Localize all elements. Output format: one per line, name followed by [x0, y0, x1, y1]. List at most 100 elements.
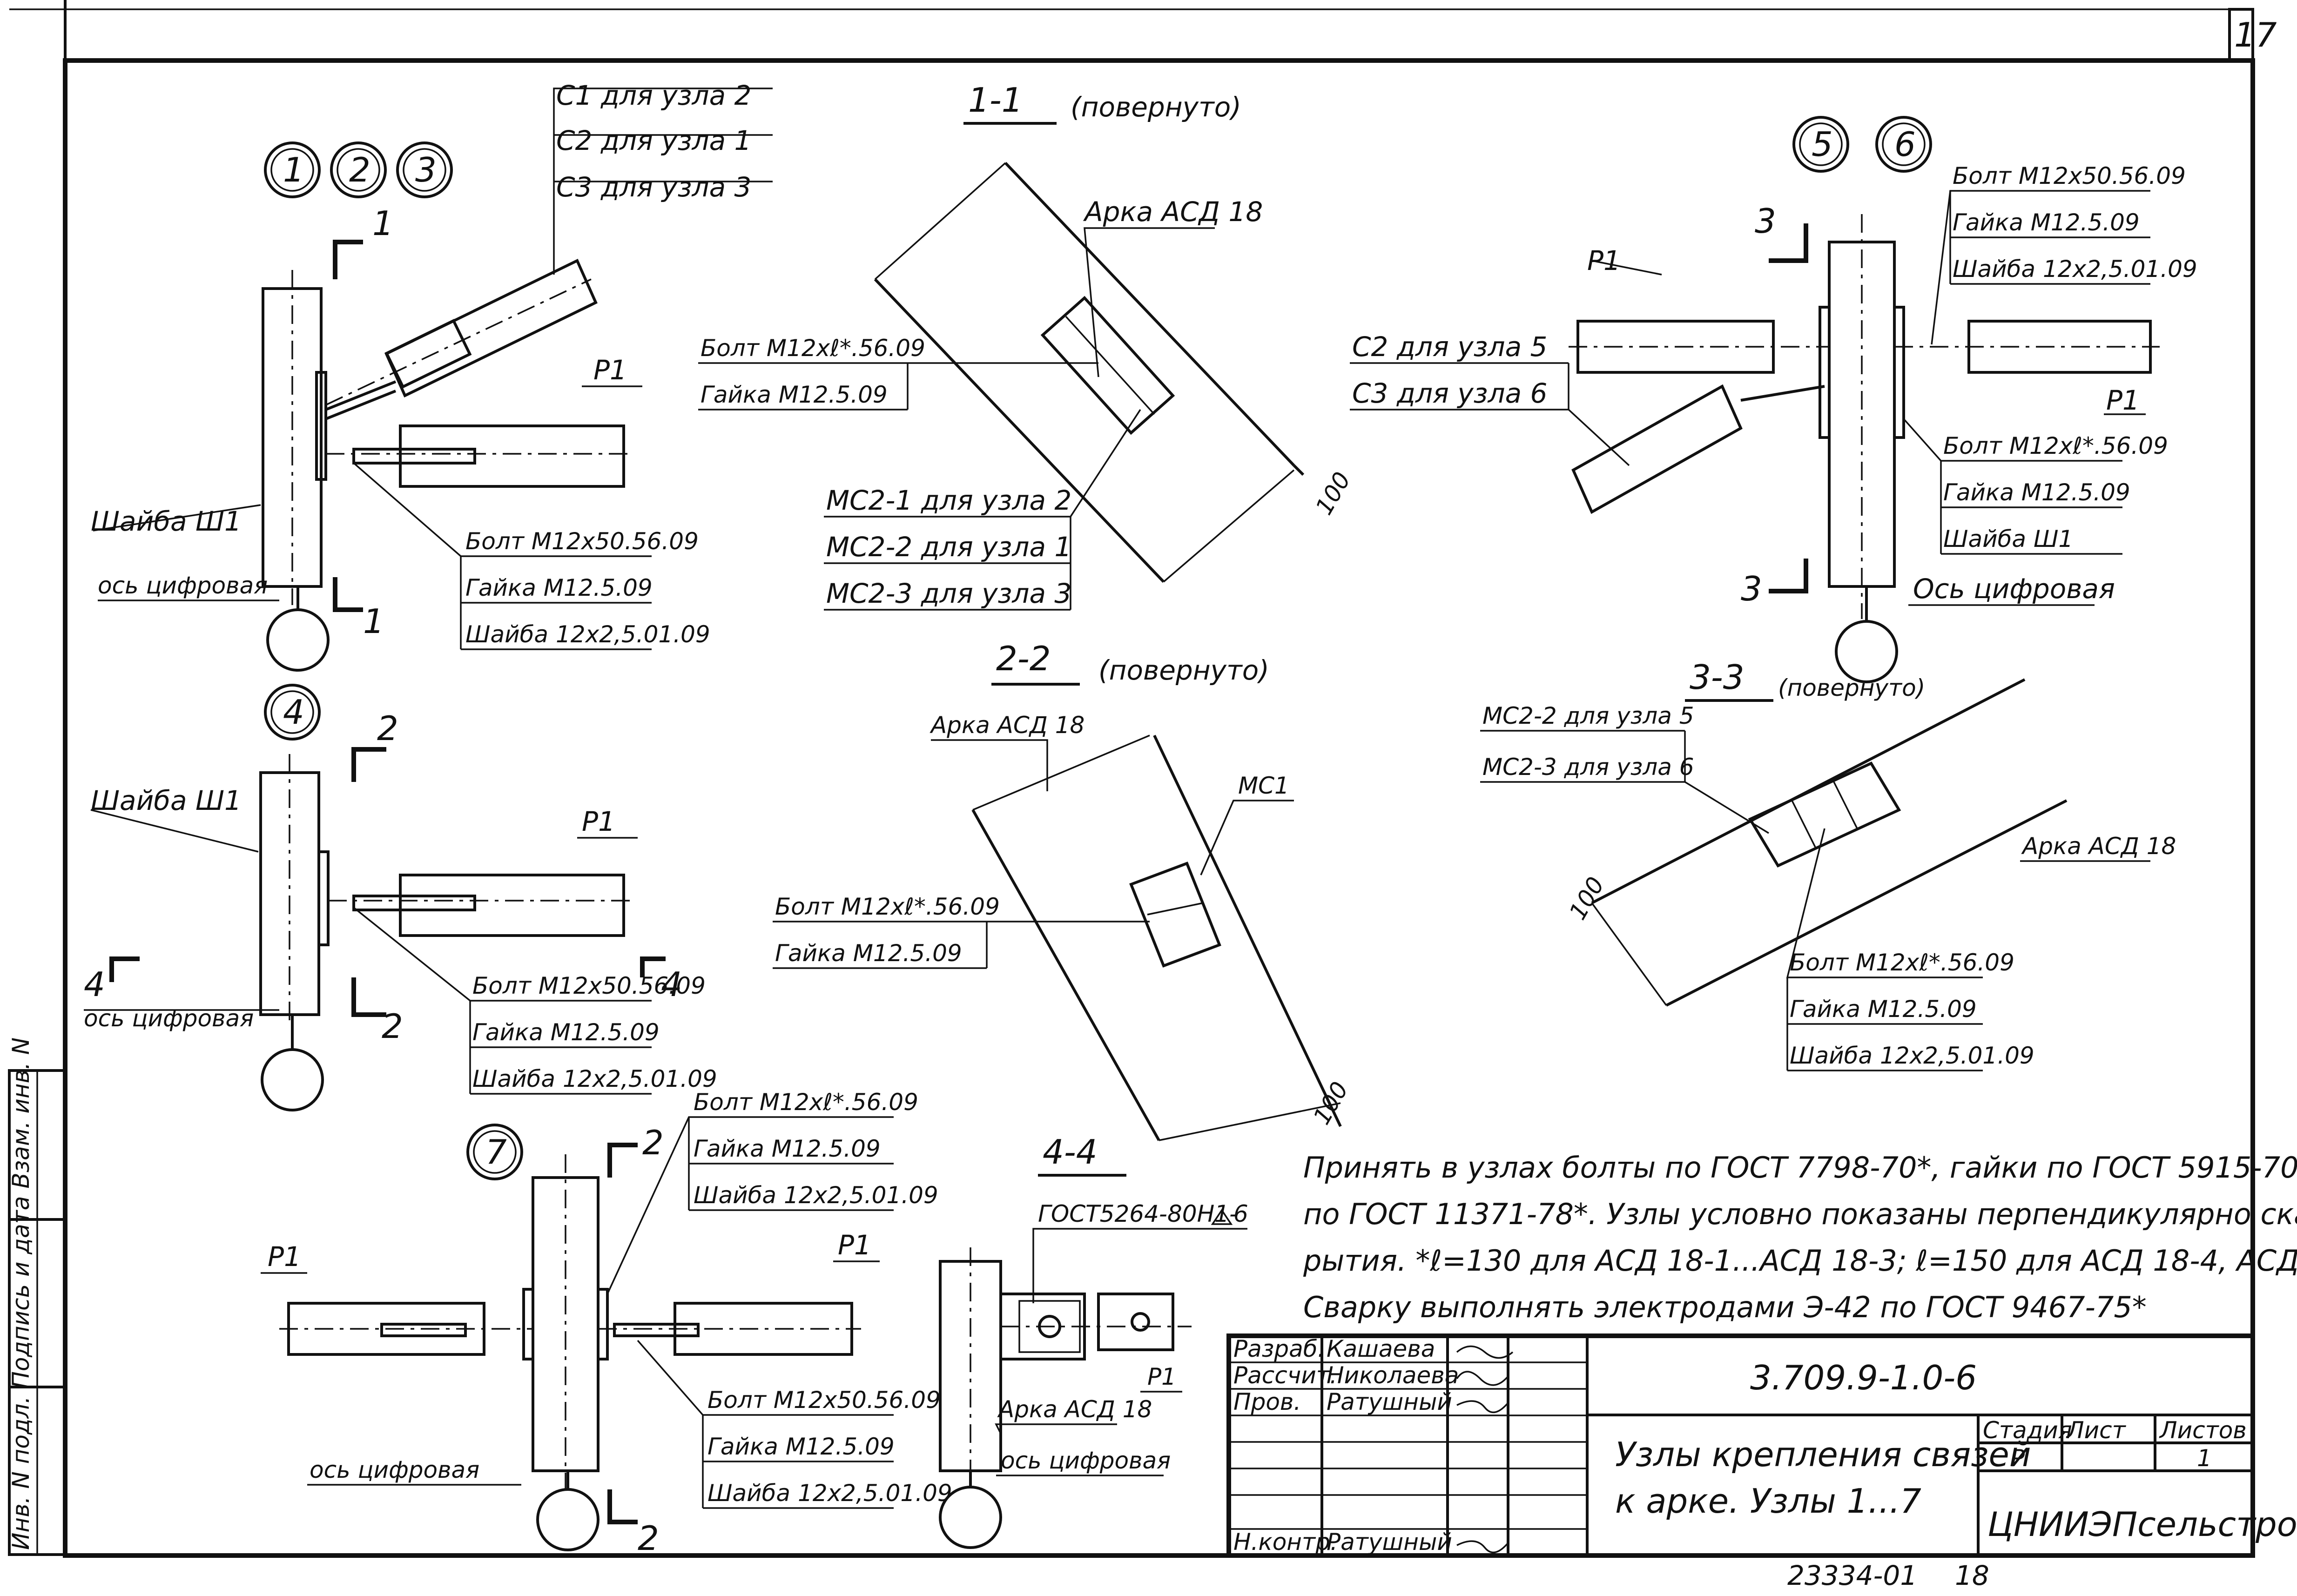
label-arch-s44: Арка АСД 18	[997, 1396, 1152, 1423]
cut-mark-2-bottom-node4: 2	[382, 1007, 403, 1046]
label-washer-sh1-node56: Шайба Ш1	[1943, 525, 2073, 552]
note-line-1: Принять в узлах болты по ГОСТ 7798-70*, …	[1303, 1151, 2297, 1185]
section-3-3: 3-3 (повернуто) 100 Арка АСД 18 МС2-2 дл…	[1480, 658, 2176, 1071]
label-nut-node7-top: Гайка М12.5.09	[694, 1135, 881, 1162]
label-washer12-s33: Шайба 12х2,5.01.09	[1790, 1042, 2034, 1069]
cut-mark-3-top: 3	[1755, 202, 1776, 241]
node-7-detail: 7 2 2 Р1 Р1 ось цифровая Болт М12хℓ*.56.…	[261, 1089, 952, 1558]
cut-mark-2-bottom-node7: 2	[638, 1519, 659, 1558]
cut-mark-4-right: 4	[661, 965, 682, 1004]
section-2-2: 2-2 (повернуто) 100 Арка АСД 18 МС1 Болт…	[773, 639, 1354, 1141]
label-washer12-node123: Шайба 12х2,5.01.09	[465, 621, 710, 648]
label-bolt-m12xl-node7: Болт М12хℓ*.56.09	[694, 1089, 918, 1116]
signature-1	[1456, 1345, 1514, 1359]
label-bolt-m12x50-node56: Болт М12х50.56.09	[1953, 162, 2186, 189]
callout-node-2: 2	[349, 150, 370, 189]
cut-mark-1-top: 1	[372, 204, 394, 243]
label-axis-node56: Ось цифровая	[1913, 573, 2115, 605]
note-line-3: рытия. *ℓ=130 для АСД 18-1...АСД 18-3; ℓ…	[1303, 1244, 2297, 1278]
label-p1-s44: Р1	[1147, 1363, 1176, 1390]
label-weld-size: 6	[1233, 1200, 1248, 1227]
node-123-detail: 1 2 3 1 1 С1 для узла 2 С2 для узла 1 С3…	[91, 80, 773, 672]
section-3-3-title: 3-3	[1690, 658, 1745, 697]
label-axis-s44: ось цифровая	[1001, 1447, 1171, 1474]
tb-code: 3.709.9-1.0-6	[1750, 1358, 1977, 1397]
label-p1-node7-right: Р1	[838, 1229, 871, 1261]
signature-4	[1456, 1540, 1509, 1554]
side-stamp-text: Инв. N подл. Подпись и дата Взам. инв. N	[7, 1037, 34, 1550]
label-weld-gost: ГОСТ5264-80Н1-	[1038, 1200, 1238, 1227]
tb-role-1: Разраб.	[1233, 1335, 1325, 1362]
section-3-3-note: (повернуто)	[1778, 674, 1925, 701]
drawing-frame	[63, 58, 2255, 1558]
tb-sheets-value: 1	[2197, 1445, 2212, 1472]
label-nut-node56-top: Гайка М12.5.09	[1953, 209, 2140, 236]
tb-sheets-label: Листов	[2159, 1417, 2247, 1444]
label-bolt-m12x50-node4: Болт М12х50.56.09	[472, 972, 706, 999]
tb-org: ЦНИИЭПсельстрой	[1987, 1505, 2297, 1544]
callout-node-3: 3	[415, 150, 437, 189]
section-2-2-note: (повернуто)	[1098, 654, 1269, 686]
label-nut-s22: Гайка М12.5.09	[775, 940, 962, 967]
callout-node-7: 7	[485, 1132, 507, 1172]
label-ms2-3: МС2-3 для узла 3	[826, 578, 1071, 609]
label-p1-node4: Р1	[582, 806, 615, 837]
footer-doc-no: 23334-01	[1787, 1560, 1917, 1591]
section-4-4: 4-4 ГОСТ5264-80Н1- 6 Р1 Арка АСД 18 ось …	[939, 1132, 1248, 1549]
tb-title-line-1: Узлы крепления связей	[1615, 1435, 2031, 1474]
callout-node-4: 4	[283, 693, 304, 732]
label-c1-node2: С1 для узла 2	[556, 80, 751, 111]
label-washer-sh1-node123: Шайба Ш1	[91, 505, 242, 537]
label-ms1: МС1	[1238, 772, 1289, 799]
label-c2-node5: С2 для узла 5	[1352, 331, 1547, 363]
label-c2-node1: С2 для узла 1	[556, 125, 751, 156]
cut-mark-3-bottom: 3	[1741, 569, 1762, 608]
label-bolt-m12x50-node7: Болт М12х50.56.09	[707, 1387, 941, 1414]
label-bolt-m12xl-s22: Болт М12хℓ*.56.09	[775, 893, 1000, 920]
label-bolt-m12xl-s11: Болт М12хℓ*.56.09	[701, 335, 925, 362]
label-ms2-2-node5: МС2-2 для узла 5	[1482, 702, 1694, 729]
footer-page: 18	[1955, 1560, 1989, 1591]
label-p1-node7-left: Р1	[268, 1241, 301, 1273]
label-bolt-m12x50-node123: Болт М12х50.56.09	[465, 528, 699, 555]
cut-mark-2-top-node7: 2	[642, 1123, 664, 1162]
label-nut-node4: Гайка М12.5.09	[472, 1019, 660, 1046]
tb-name-4: Ратушный	[1327, 1529, 1452, 1556]
general-notes: Принять в узлах болты по ГОСТ 7798-70*, …	[1303, 1151, 2297, 1324]
label-c3-node3: С3 для узла 3	[556, 171, 751, 203]
tb-role-3: Пров.	[1233, 1388, 1301, 1415]
section-1-1: 1-1 (повернуто) 100 Арка АСД 18 Болт М12…	[698, 81, 1356, 611]
tb-role-4: Н.контр.	[1233, 1529, 1338, 1556]
tb-name-2: Николаева	[1327, 1362, 1459, 1389]
label-washer12-node4: Шайба 12х2,5.01.09	[472, 1065, 717, 1092]
callout-node-6: 6	[1894, 125, 1916, 164]
label-bolt-m12xl-s33: Болт М12хℓ*.56.09	[1790, 949, 2014, 976]
label-nut-node123: Гайка М12.5.09	[465, 574, 653, 601]
section-2-2-title: 2-2	[996, 639, 1051, 678]
label-axis-node123: ось цифровая	[98, 572, 268, 599]
label-p1-node123: Р1	[593, 354, 627, 386]
label-arch-s22: Арка АСД 18	[930, 712, 1085, 739]
signature-2	[1456, 1371, 1509, 1386]
label-ms2-1: МС2-1 для узла 2	[826, 485, 1071, 516]
label-washer12-node56: Шайба 12х2,5.01.09	[1953, 256, 2197, 283]
tb-name-1: Кашаева	[1327, 1335, 1435, 1362]
label-nut-s11: Гайка М12.5.09	[701, 381, 888, 408]
tb-sheet-label: Лист	[2066, 1417, 2127, 1444]
node-4-detail: 4 2 2 Р1 Шайба Ш1 4 ось цифровая Болт М1…	[84, 684, 717, 1111]
section-4-4-title: 4-4	[1043, 1132, 1098, 1172]
label-arch-s33: Арка АСД 18	[2021, 833, 2176, 860]
section-1-1-note: (повернуто)	[1071, 91, 1241, 123]
tb-stage-value: Р	[2011, 1445, 2025, 1472]
section-2-2-dim: 100	[1308, 1077, 1354, 1129]
tb-role-2: Рассчит.	[1233, 1362, 1337, 1389]
cut-mark-2-top-node4: 2	[377, 709, 398, 748]
label-washer12-node7-top: Шайба 12х2,5.01.09	[694, 1182, 938, 1209]
title-block: Разраб. Кашаева Рассчит. Николаева Пров.…	[1226, 1333, 2297, 1558]
callout-node-5: 5	[1812, 125, 1833, 164]
label-axis-node7: ось цифровая	[310, 1456, 479, 1483]
label-washer12-node7-bottom: Шайба 12х2,5.01.09	[707, 1480, 952, 1507]
label-washer-sh1-node4: Шайба Ш1	[91, 785, 242, 816]
cut-mark-4-left: 4	[84, 965, 105, 1004]
